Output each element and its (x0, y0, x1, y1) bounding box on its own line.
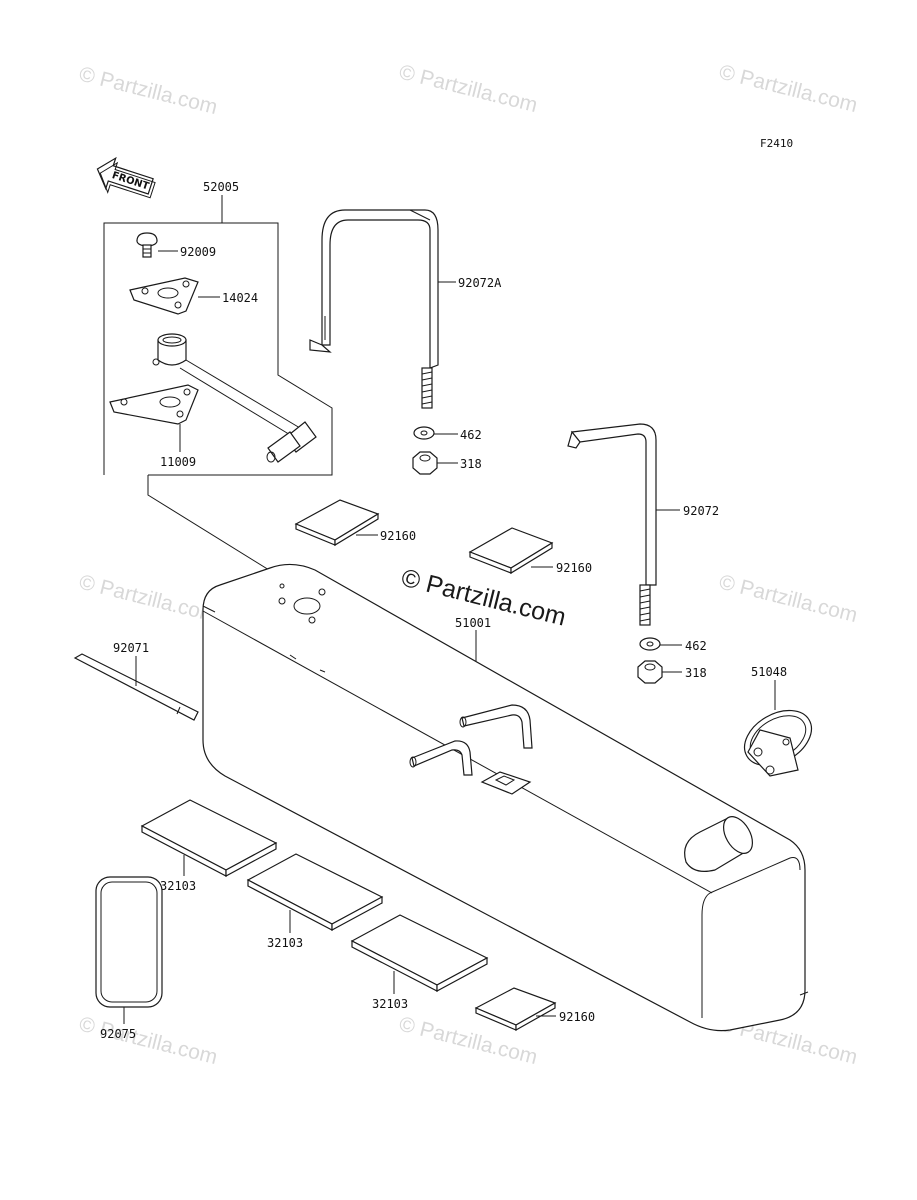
screw-part (136, 232, 158, 258)
pad-part (246, 853, 384, 932)
label-51048: 51048 (751, 665, 787, 679)
kit-bracket (103, 195, 333, 476)
plate-part (129, 277, 199, 315)
band-92072a (309, 209, 439, 409)
label-92160-a: 92160 (380, 529, 416, 543)
label-32103-b: 32103 (267, 936, 303, 950)
gasket-part (109, 384, 199, 425)
pad-part (294, 499, 380, 547)
label-52005: 52005 (203, 180, 239, 194)
label-462-b: 462 (685, 639, 707, 653)
nut-part (412, 451, 438, 475)
pad-part (474, 987, 557, 1032)
washer-part (639, 637, 661, 651)
band-92072 (567, 423, 657, 626)
label-92009: 92009 (180, 245, 216, 259)
watermark: © Partzilla.com (77, 571, 220, 628)
pad-part (350, 914, 489, 993)
watermark: © Partzilla.com (397, 61, 540, 118)
pad-part (95, 876, 163, 1008)
label-318-b: 318 (685, 666, 707, 680)
label-92075: 92075 (100, 1027, 136, 1041)
watermark: © Partzilla.com (717, 61, 860, 118)
watermark: © Partzilla.com (77, 1013, 220, 1070)
label-92160-c: 92160 (559, 1010, 595, 1024)
label-32103-c: 32103 (372, 997, 408, 1011)
label-462-a: 462 (460, 428, 482, 442)
label-318-a: 318 (460, 457, 482, 471)
strap-part (73, 653, 199, 721)
figure-ref: F2410 (760, 137, 793, 150)
label-11009: 11009 (160, 455, 196, 469)
fuel-cap (743, 709, 813, 777)
fuel-tank (202, 563, 809, 1032)
label-32103-a: 32103 (160, 879, 196, 893)
label-92071: 92071 (113, 641, 149, 655)
watermark: © Partzilla.com (77, 63, 220, 120)
label-92160-b: 92160 (556, 561, 592, 575)
label-51001: 51001 (455, 616, 491, 630)
label-14024: 14024 (222, 291, 258, 305)
label-92072: 92072 (683, 504, 719, 518)
washer-part (413, 426, 435, 440)
front-arrow-icon: FRONT (96, 156, 156, 199)
watermark: © Partzilla.com (717, 571, 860, 628)
label-92072A: 92072A (458, 276, 502, 290)
nut-part (637, 660, 663, 684)
sender-unit (152, 333, 317, 463)
pad-part (468, 527, 554, 575)
pad-part (140, 799, 278, 878)
